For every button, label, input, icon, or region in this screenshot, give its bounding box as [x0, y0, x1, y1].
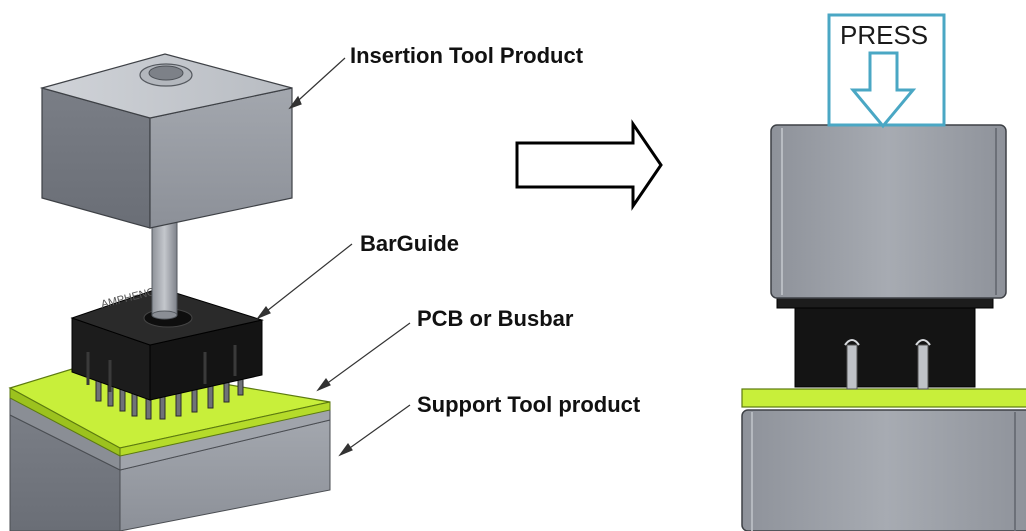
pcb-leader	[317, 322, 411, 391]
pcb-label: PCB or Busbar	[417, 306, 574, 331]
right-assembly	[741, 13, 1026, 531]
support-tool-block-right	[741, 409, 1026, 531]
support-tool-leader	[339, 404, 411, 456]
barguide-part-right	[776, 297, 994, 390]
press-arrow-icon	[849, 51, 917, 129]
support-tool-label: Support Tool product	[417, 392, 641, 417]
left-assembly: AMPHENOL	[8, 53, 331, 531]
insertion-tool-block-right	[770, 124, 1007, 299]
leader-lines	[256, 57, 411, 457]
insertion-tool-label: Insertion Tool Product	[350, 43, 584, 68]
barguide-leader	[257, 243, 353, 319]
process-arrow-icon	[515, 119, 663, 211]
pcb-board-right	[741, 388, 1026, 408]
barguide-label: BarGuide	[360, 231, 459, 256]
pcb-board	[8, 361, 331, 457]
insertion-tool-cube	[39, 53, 293, 229]
press-label: PRESS	[840, 20, 928, 50]
guide-rod	[151, 214, 178, 320]
press-box	[827, 13, 946, 127]
